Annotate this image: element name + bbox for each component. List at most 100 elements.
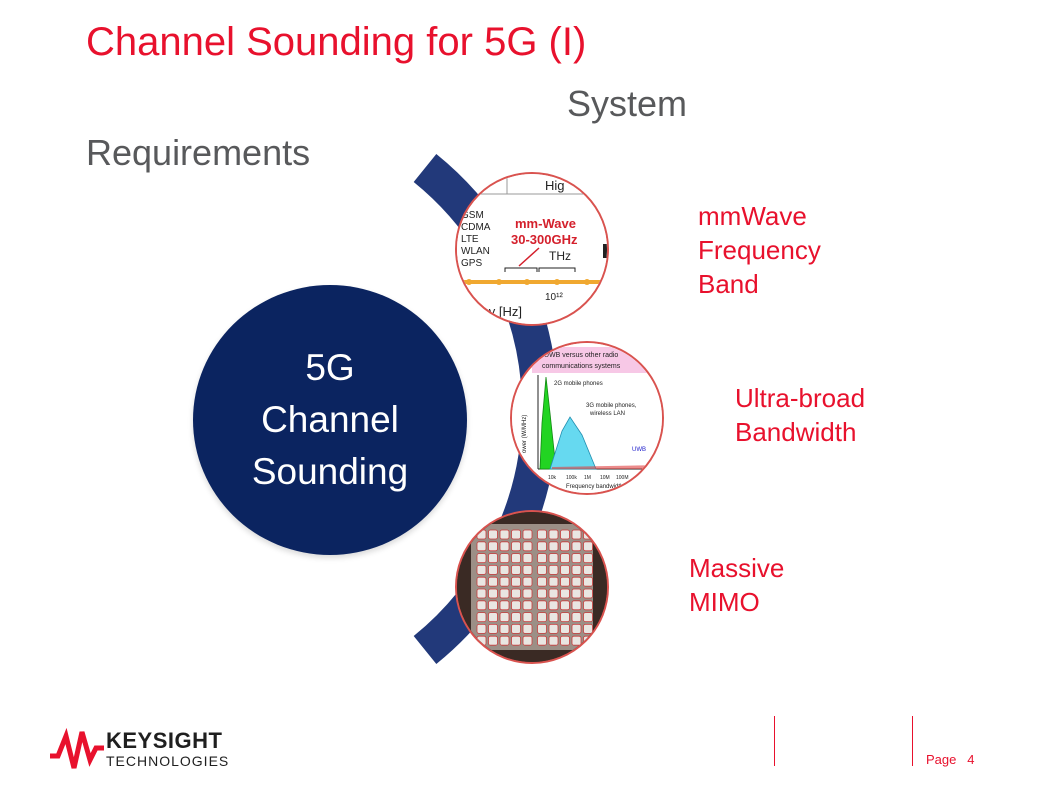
antenna-element <box>522 541 533 552</box>
antenna-element <box>522 612 533 622</box>
band-label: WLAN <box>461 246 490 257</box>
antenna-element <box>583 553 593 563</box>
logo-tagline: TECHNOLOGIES <box>106 753 230 769</box>
antenna-array-image <box>457 512 607 662</box>
antenna-grid <box>476 529 593 646</box>
page-number: 4 <box>967 752 975 767</box>
antenna-element <box>476 624 487 634</box>
antenna-element <box>537 612 547 622</box>
label-mimo: Massive MIMO <box>689 552 784 620</box>
antenna-element <box>522 553 533 563</box>
antenna-element <box>476 588 487 599</box>
antenna-element <box>476 565 487 575</box>
antenna-element <box>571 529 582 540</box>
band-label: LTE <box>461 234 479 245</box>
mmwave-range-label: 30-300GHz <box>511 232 578 247</box>
antenna-element <box>583 588 593 599</box>
band-label: CDMA <box>461 222 491 233</box>
footer-divider <box>912 716 913 766</box>
band-label: GPS <box>461 258 482 269</box>
antenna-element <box>571 565 582 575</box>
antenna-element <box>488 576 498 587</box>
antenna-element <box>537 624 547 634</box>
label-3g-line2: wireless LAN <box>589 411 625 417</box>
center-line-channel: Channel <box>261 399 399 441</box>
antenna-element <box>488 553 498 563</box>
label-3g-line1: 3G mobile phones, <box>586 403 637 409</box>
label-bandwidth-line2: Bandwidth <box>735 416 857 447</box>
logo-wordmark: KEYSIGHT <box>106 728 223 753</box>
label-mmwave-line2: Frequency <box>698 234 821 265</box>
uwb-chart-image: UWB versus other radio communications sy… <box>512 343 662 493</box>
antenna-element <box>522 624 533 634</box>
label-mimo-line2: MIMO <box>689 586 760 617</box>
antenna-element <box>522 588 533 599</box>
antenna-element <box>499 541 510 552</box>
antenna-element <box>537 529 547 540</box>
antenna-element <box>548 624 559 634</box>
antenna-element <box>488 565 498 575</box>
antenna-element <box>560 553 570 563</box>
antenna-element <box>522 635 533 646</box>
antenna-element <box>511 624 521 634</box>
x-tick-label: 10M <box>600 475 610 481</box>
antenna-element <box>476 541 487 552</box>
subtitle-requirements: Requirements <box>86 132 311 173</box>
antenna-element <box>583 576 593 587</box>
antenna-element <box>571 553 582 563</box>
mmwave-header-text: Hig <box>545 178 565 193</box>
keysight-logo-icon <box>50 727 104 769</box>
label-mmwave-line3: Band <box>698 268 759 299</box>
antenna-element <box>537 541 547 552</box>
antenna-element <box>499 565 510 575</box>
antenna-element <box>548 612 559 622</box>
antenna-element <box>476 612 487 622</box>
antenna-element <box>488 612 498 622</box>
antenna-element <box>571 576 582 587</box>
antenna-element <box>476 576 487 587</box>
label-mimo-line1: Massive <box>689 553 785 583</box>
antenna-element <box>548 529 559 540</box>
antenna-element <box>583 624 593 634</box>
antenna-element <box>548 600 559 611</box>
label-mmwave: mmWave Frequency Band <box>698 200 821 301</box>
subtitle-system: System <box>567 83 688 124</box>
antenna-element <box>548 565 559 575</box>
antenna-element <box>511 565 521 575</box>
antenna-element <box>511 612 521 622</box>
antenna-element <box>571 624 582 634</box>
antenna-element <box>488 541 498 552</box>
mmwave-spectrum-image: Hig GSM CDMA LTE WLAN GPS mm-Wave 30-300… <box>457 174 607 324</box>
antenna-element <box>537 576 547 587</box>
label-bandwidth-line1: Ultra-broad <box>735 383 866 413</box>
x-tick-label: 1M <box>584 475 591 481</box>
antenna-element <box>537 565 547 575</box>
antenna-element <box>548 635 559 646</box>
antenna-element <box>511 588 521 599</box>
antenna-element <box>522 600 533 611</box>
page-indicator: Page 4 <box>926 752 974 767</box>
antenna-element <box>583 541 593 552</box>
antenna-element <box>537 588 547 599</box>
antenna-element <box>548 588 559 599</box>
antenna-element <box>488 529 498 540</box>
label-2g: 2G mobile phones <box>554 381 603 387</box>
antenna-element <box>476 529 487 540</box>
antenna-element <box>548 553 559 563</box>
x-tick-label: 100k <box>566 475 577 481</box>
antenna-element <box>499 612 510 622</box>
antenna-element <box>511 635 521 646</box>
antenna-element <box>537 600 547 611</box>
antenna-element <box>560 541 570 552</box>
antenna-element <box>548 576 559 587</box>
antenna-element <box>571 541 582 552</box>
antenna-element <box>499 588 510 599</box>
antenna-element <box>476 553 487 563</box>
antenna-element <box>476 600 487 611</box>
band-label: GSM <box>461 210 484 221</box>
antenna-element <box>571 635 582 646</box>
page-label: Page <box>926 752 957 767</box>
uwb-ylabel: ower (W/MHz) <box>522 415 528 453</box>
antenna-element <box>571 612 582 622</box>
thz-label: THz <box>549 249 571 263</box>
